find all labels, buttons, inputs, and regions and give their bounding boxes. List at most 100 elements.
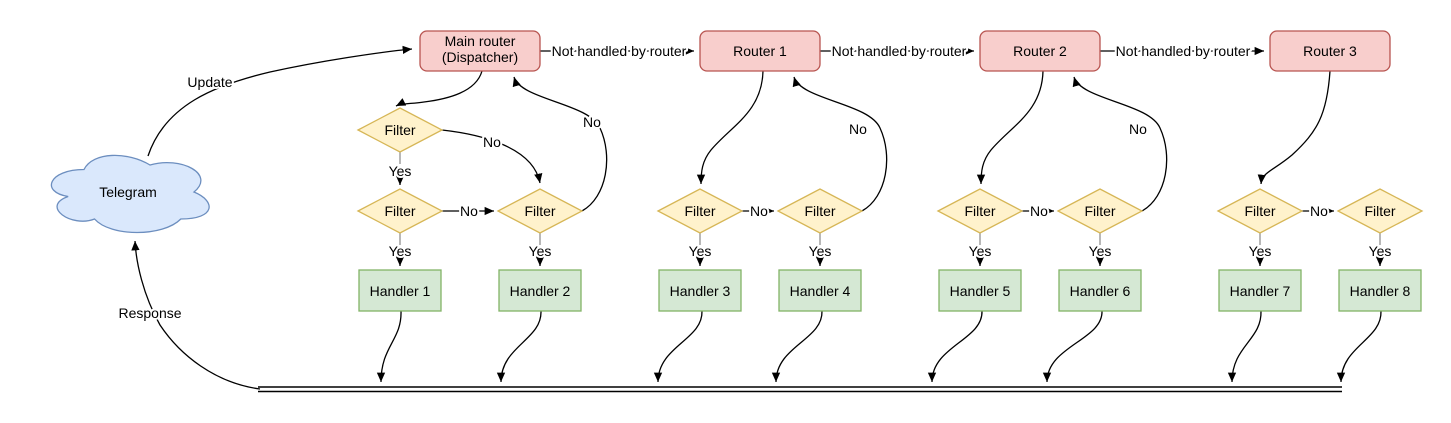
label-update: Update (187, 74, 232, 90)
filter-main-1-shape (356, 188, 444, 234)
handler-5-label: Handler 5 (950, 283, 1011, 299)
handler-5: Handler 5 (938, 269, 1022, 312)
router-main-label: Main router (445, 33, 516, 49)
edge-handler2-to-bus (496, 310, 542, 383)
filter-router3-2-label: Filter (1364, 203, 1395, 219)
handler-8-shape (1338, 269, 1422, 312)
edge-no-return-router2 (1072, 76, 1168, 212)
handler-3-shape (658, 269, 742, 312)
handler-6-shape (1058, 269, 1142, 312)
label-no-pair-main: No (460, 203, 478, 219)
edge-handler3-to-bus (653, 310, 703, 383)
handler-4-shape (778, 269, 862, 312)
filter-router1-2-label: Filter (804, 203, 835, 219)
label-no-return-router2: No (1129, 121, 1147, 137)
router-3: Router 3 (1269, 30, 1391, 72)
filter-router1-1-label: Filter (684, 203, 715, 219)
filter-router2-1-label: Filter (964, 203, 995, 219)
edge-handler6-to-bus (1042, 310, 1103, 383)
filter-router1-1-shape (656, 188, 744, 234)
label-not-handled-3: Not handled by router (1116, 43, 1251, 59)
router-2: Router 2 (979, 30, 1101, 72)
router-3-label: Router 3 (1303, 43, 1357, 59)
filter-main-1: Filter (356, 188, 444, 234)
router-1: Router 1 (699, 30, 821, 72)
filter-router3-1-label: Filter (1244, 203, 1275, 219)
filter-main-top-shape (356, 107, 444, 153)
router-main-shape (419, 30, 541, 72)
filter-router2-1-shape (936, 188, 1024, 234)
filter-main-2-label: Filter (524, 203, 555, 219)
handler-3-label: Handler 3 (670, 283, 731, 299)
edge-router1-to-filter (696, 70, 764, 185)
response-bus (258, 386, 1342, 393)
router-main-sublabel: (Dispatcher) (442, 49, 518, 65)
edge-handler4-to-bus (771, 310, 823, 383)
label-no-pair-router1: No (750, 203, 768, 219)
filter-router2-1: Filter (936, 188, 1024, 234)
handler-2: Handler 2 (498, 269, 582, 312)
label-no-pair-router3: No (1310, 203, 1328, 219)
telegram-node: Telegram (50, 154, 210, 234)
label-yes-5: Yes (969, 243, 992, 259)
edge-router2-to-filter (976, 70, 1044, 185)
label-yes-1: Yes (389, 243, 412, 259)
handler-6-label: Handler 6 (1070, 283, 1131, 299)
filter-main-1-label: Filter (384, 203, 415, 219)
label-yes-3: Yes (689, 243, 712, 259)
filter-router3-1: Filter (1216, 188, 1304, 234)
handler-7: Handler 7 (1218, 269, 1302, 312)
label-yes-6: Yes (1089, 243, 1112, 259)
edges (131, 45, 1385, 393)
label-yes-7: Yes (1249, 243, 1272, 259)
edge-response (131, 240, 261, 390)
label-not-handled-1: Not handled by router (552, 43, 687, 59)
filter-router1-2-shape (776, 188, 864, 234)
handler-1: Handler 1 (358, 269, 442, 312)
router-2-label: Router 2 (1013, 43, 1067, 59)
filter-main-top-label: Filter (384, 122, 415, 138)
filter-router3-2: Filter (1336, 188, 1424, 234)
label-no-return-main: No (583, 114, 601, 130)
handler-7-shape (1218, 269, 1302, 312)
handler-6: Handler 6 (1058, 269, 1142, 312)
handler-3: Handler 3 (658, 269, 742, 312)
filter-router3-1-shape (1216, 188, 1304, 234)
edge-handler5-to-bus (927, 310, 983, 383)
handler-5-shape (938, 269, 1022, 312)
handler-4: Handler 4 (778, 269, 862, 312)
filter-router1-1: Filter (656, 188, 744, 234)
edge-dispatcher-to-filter (395, 70, 483, 107)
label-yes-8: Yes (1369, 243, 1392, 259)
filter-router1-2: Filter (776, 188, 864, 234)
handler-1-shape (358, 269, 442, 312)
telegram-cloud-shape (50, 154, 210, 234)
edge-handler1-to-bus (376, 310, 402, 383)
edge-handler8-to-bus (1336, 310, 1382, 383)
router-main: Main router (Dispatcher) (419, 30, 541, 72)
handler-2-label: Handler 2 (510, 283, 571, 299)
edge-handler7-to-bus (1227, 310, 1262, 383)
label-yes-4: Yes (809, 243, 832, 259)
label-yes-top: Yes (389, 163, 412, 179)
edge-filter-no-cross (441, 129, 543, 184)
handler-8-label: Handler 8 (1350, 283, 1411, 299)
handler-7-label: Handler 7 (1230, 283, 1291, 299)
label-yes-2: Yes (529, 243, 552, 259)
router-3-shape (1269, 30, 1391, 72)
filter-router3-2-shape (1336, 188, 1424, 234)
edge-update (147, 45, 413, 157)
router-2-shape (979, 30, 1101, 72)
filter-main-top: Filter (356, 107, 444, 153)
router-1-label: Router 1 (733, 43, 787, 59)
filter-main-2: Filter (496, 188, 584, 234)
label-no-return-router1: No (849, 121, 867, 137)
handler-8: Handler 8 (1338, 269, 1422, 312)
label-response: Response (118, 305, 181, 321)
handler-2-shape (498, 269, 582, 312)
edge-labels: Update Response Not handled by router No… (116, 41, 1393, 323)
edge-no-return-main (512, 76, 608, 212)
handler-1-label: Handler 1 (370, 283, 431, 299)
